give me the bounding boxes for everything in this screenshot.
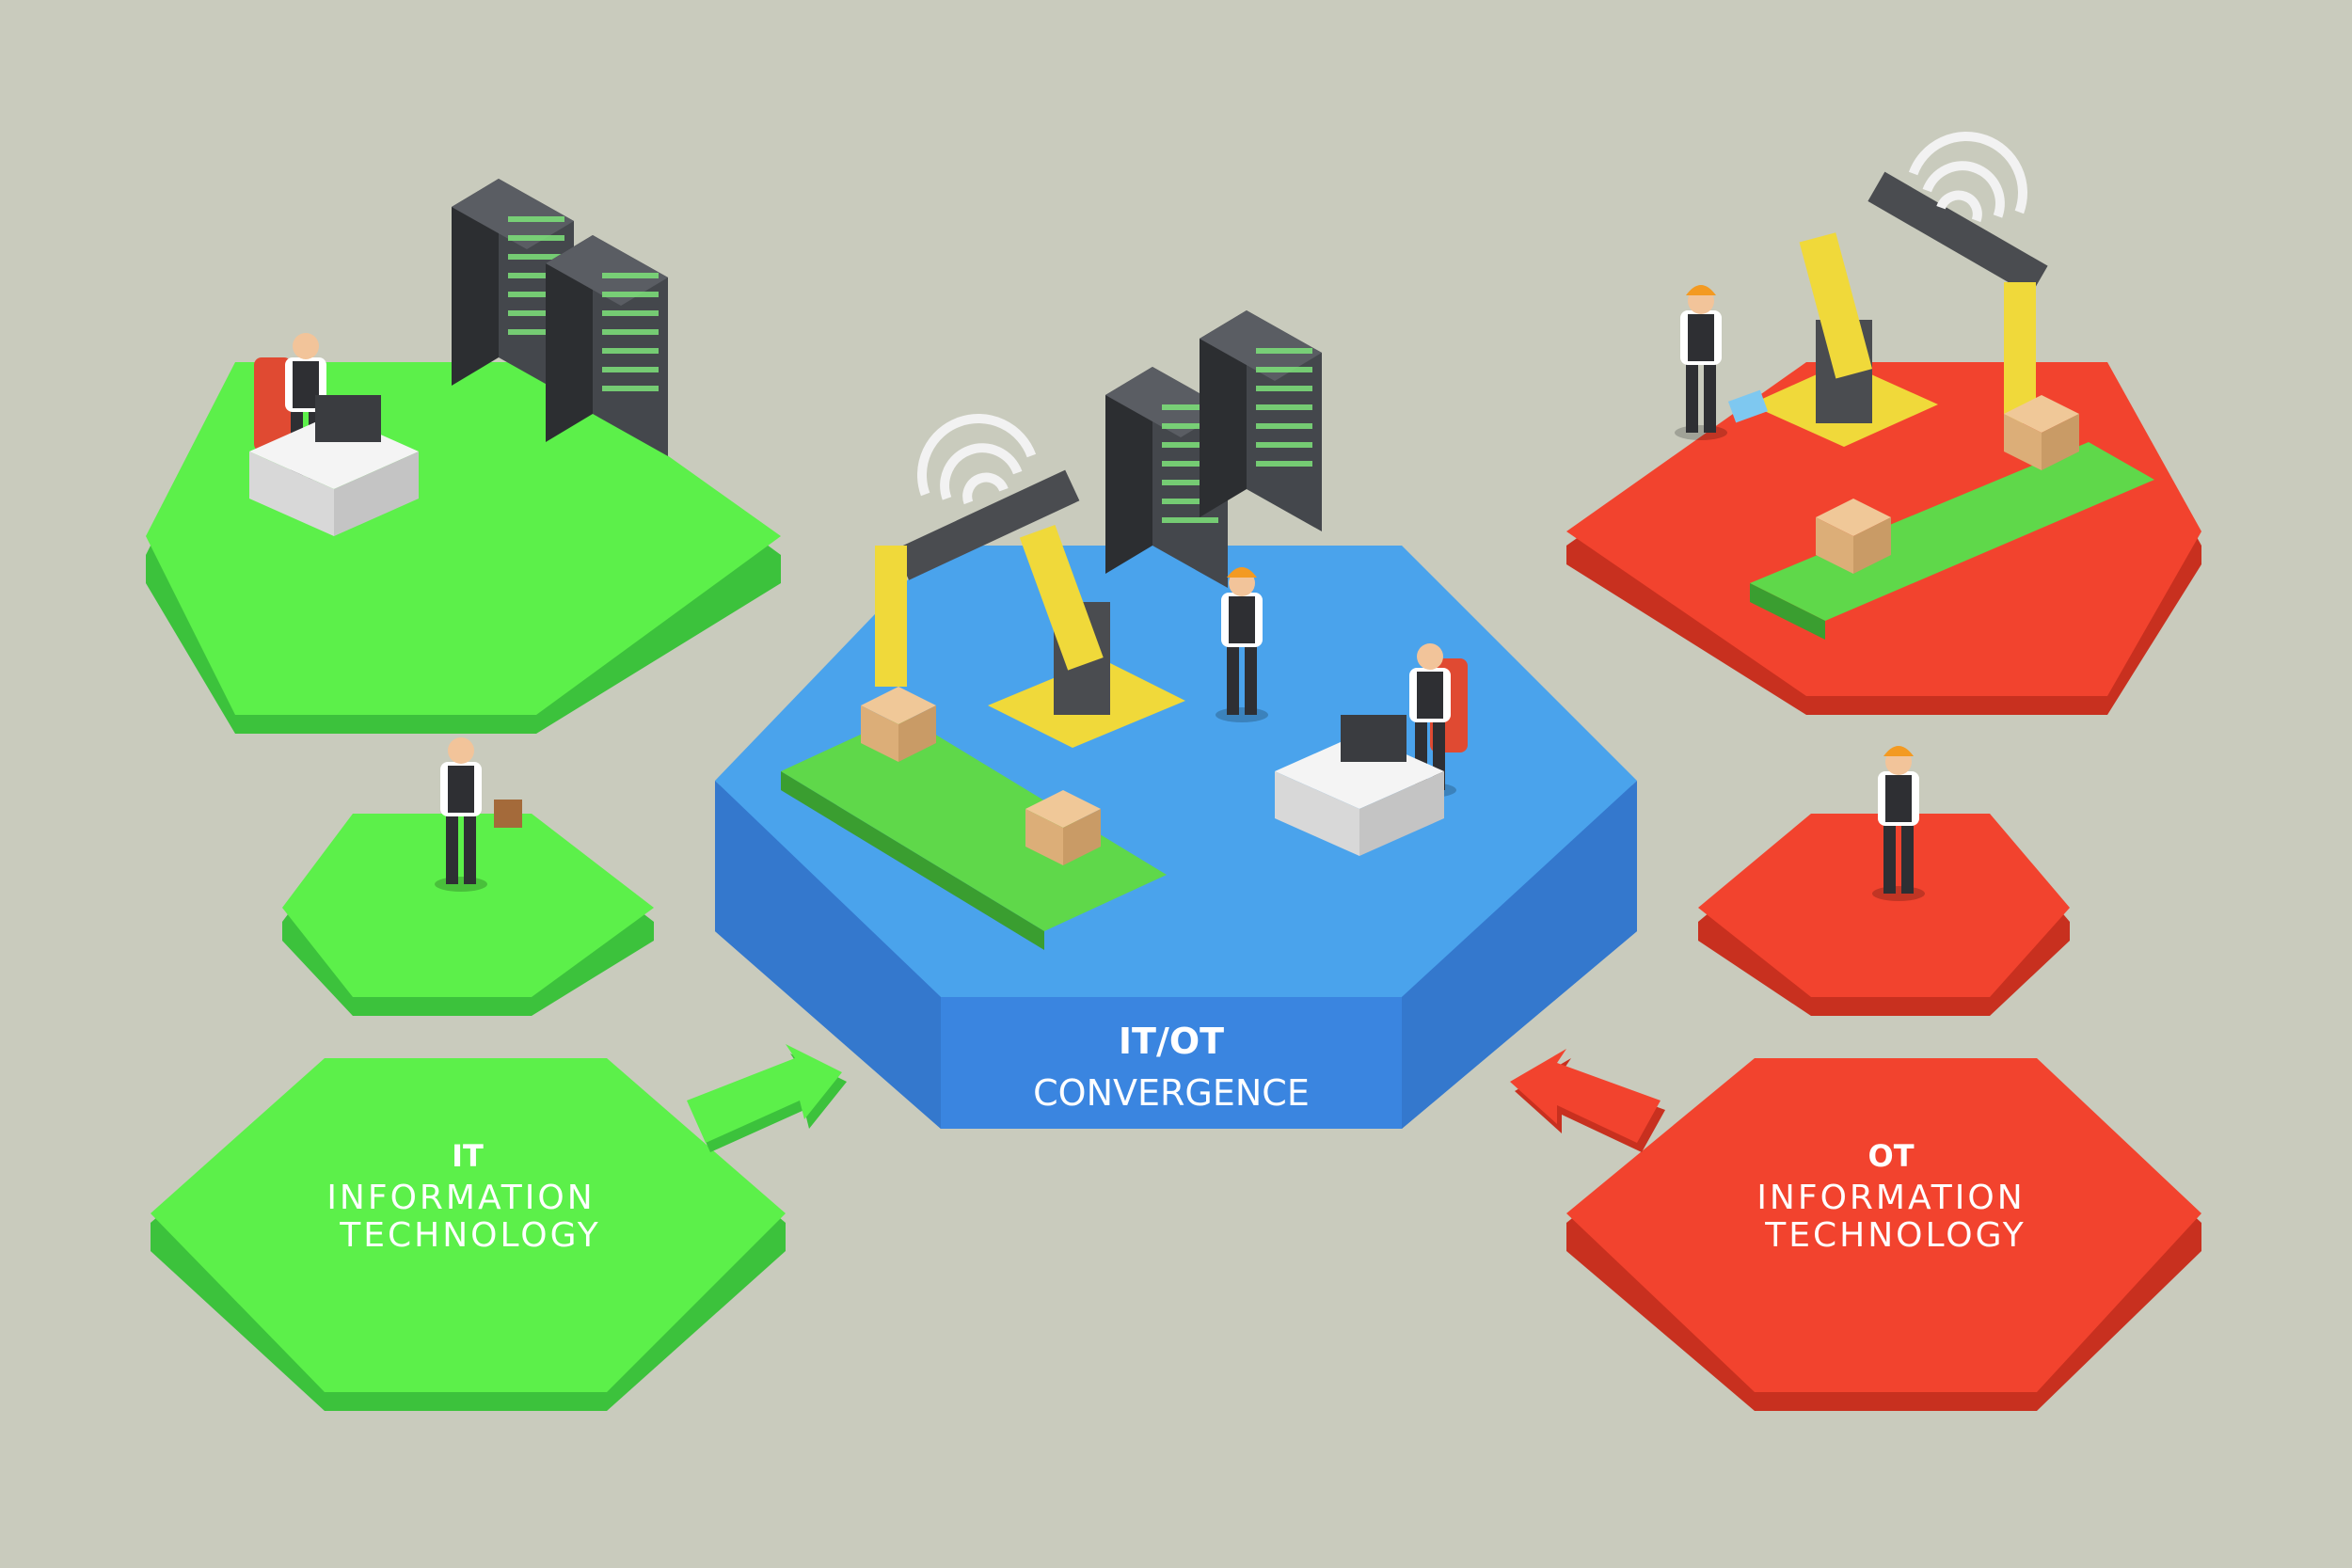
- convergence-robot-arm: [875, 469, 1185, 748]
- it-to-convergence-arrow-icon: [687, 1044, 847, 1152]
- ot-title: OT: [1867, 1138, 1914, 1174]
- it-label-line1: INFORMATION: [326, 1179, 595, 1217]
- convergence-title: IT/OT: [1119, 1021, 1224, 1062]
- it-desk-worker: [249, 333, 419, 536]
- convergence-subtitle: CONVERGENCE: [1033, 1072, 1310, 1114]
- it-business-person: [435, 737, 522, 892]
- convergence-conveyor: [781, 687, 1167, 950]
- ot-label-line2: TECHNOLOGY: [1764, 1216, 2026, 1255]
- ot-label-line1: INFORMATION: [1756, 1179, 2025, 1217]
- it-title: IT: [452, 1138, 484, 1174]
- ot-label-platform: [1566, 1058, 2201, 1411]
- ot-small-platform: [1698, 814, 2070, 1016]
- ot-conveyor: [1750, 395, 2154, 640]
- it-label-line2: TECHNOLOGY: [339, 1216, 600, 1255]
- ot-worker-top: [1675, 285, 1769, 440]
- ot-robot-arm: [1750, 171, 2048, 447]
- convergence-desk-worker: [1275, 643, 1468, 856]
- it-main-platform: [146, 362, 781, 734]
- it-label-platform: [151, 1058, 786, 1411]
- ot-to-convergence-arrow-icon: [1510, 1049, 1665, 1152]
- it-small-platform: [282, 814, 654, 1016]
